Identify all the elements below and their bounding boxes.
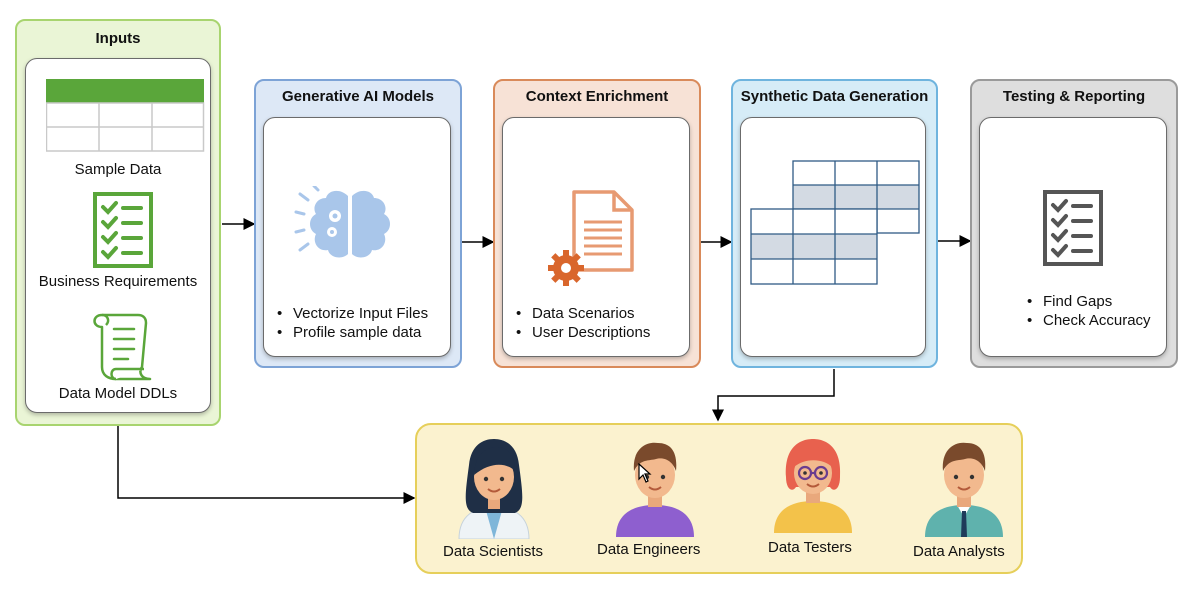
data-tester-avatar xyxy=(774,439,852,533)
bullet-item: Find Gaps xyxy=(1027,292,1151,311)
mouse-cursor-icon xyxy=(638,463,652,483)
checklist-icon xyxy=(1043,190,1103,266)
stage-title: Testing & Reporting xyxy=(1002,88,1146,105)
stage-title: Context Enrichment xyxy=(525,88,669,105)
checklist-icon xyxy=(93,192,153,268)
inputs-item-label: Business Requirements xyxy=(38,273,198,290)
table-icon xyxy=(46,79,205,152)
user-label: Data Testers xyxy=(768,539,852,556)
document-gear-icon xyxy=(548,190,634,286)
user-label: Data Engineers xyxy=(597,541,701,558)
stage-title: Synthetic Data Generation xyxy=(740,88,929,105)
stage-genai-card: Vectorize Input Files Profile sample dat… xyxy=(263,117,451,357)
inputs-card: Sample Data Business Requirements xyxy=(25,58,211,413)
stage-bullets: Vectorize Input Files Profile sample dat… xyxy=(275,304,428,342)
bullet-item: Profile sample data xyxy=(277,323,428,342)
user-label: Data Analysts xyxy=(913,543,1005,560)
bullet-item: User Descriptions xyxy=(516,323,650,342)
stage-bullets: Data Scenarios User Descriptions xyxy=(514,304,650,342)
stage-synthetic-card xyxy=(740,117,926,357)
stage-title: Generative AI Models xyxy=(282,88,434,105)
stage-testing-card: Find Gaps Check Accuracy xyxy=(979,117,1167,357)
inputs-item-label: Data Model DDLs xyxy=(58,385,178,402)
brain-gear-icon xyxy=(294,186,390,258)
arrow-synthetic-to-users xyxy=(712,369,835,422)
stage-bullets: Find Gaps Check Accuracy xyxy=(1025,292,1151,330)
data-analyst-avatar xyxy=(925,442,1003,537)
inputs-title: Inputs xyxy=(95,30,141,47)
bullet-item: Data Scenarios xyxy=(516,304,650,323)
stage-context-panel: Context Enrichment Data Sce xyxy=(493,79,701,368)
data-engineer-avatar xyxy=(616,442,694,537)
stage-context-card: Data Scenarios User Descriptions xyxy=(502,117,690,357)
bullet-item: Vectorize Input Files xyxy=(277,304,428,323)
stage-genai-panel: Generative AI Models Vectorize Input Fil… xyxy=(254,79,462,368)
users-panel: Data Scientists Data Engineers Data Test… xyxy=(415,423,1023,574)
bullet-item: Check Accuracy xyxy=(1027,311,1150,330)
synthetic-table-icon xyxy=(750,160,920,285)
stage-synthetic-panel: Synthetic Data Generation xyxy=(731,79,938,368)
scroll-icon xyxy=(93,313,152,381)
arrow-inputs-to-users xyxy=(117,426,416,504)
data-scientist-avatar xyxy=(458,439,530,539)
inputs-panel: Inputs Sample Data Business Requirements xyxy=(15,19,221,426)
stage-testing-panel: Testing & Reporting Find Gaps Check Accu… xyxy=(970,79,1178,368)
inputs-item-label: Sample Data xyxy=(74,161,162,178)
user-label: Data Scientists xyxy=(443,543,544,560)
